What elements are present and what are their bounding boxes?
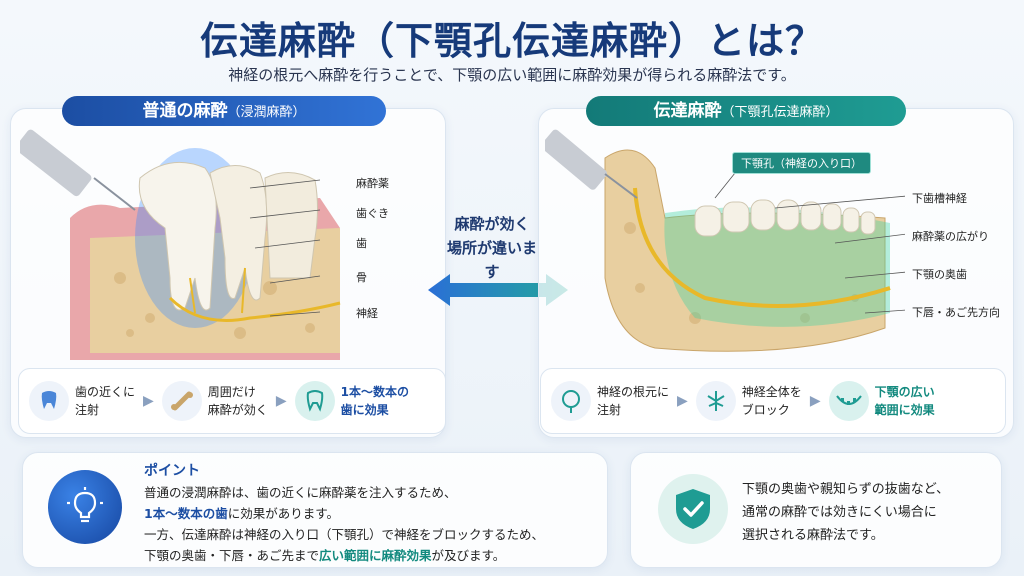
step-inject-near-tooth-text: 歯の近くに 注射 (75, 385, 136, 417)
nerve-block-heading: 伝達麻酔（下顎孔伝達麻酔） (586, 96, 906, 126)
step-block-nerve: 神経全体を ブロック (695, 381, 802, 421)
step-wide-effect: 下顎の広い 範囲に効果 (828, 381, 935, 421)
label-nerve: 神経 (356, 307, 378, 320)
point-line-4: 下顎の奥歯・下唇・あご先まで広い範囲に麻酔効果が及びます。 (144, 545, 544, 566)
step-few-teeth: 1本〜数本の 歯に効果 (294, 381, 409, 421)
infiltration-steps: 歯の近くに 注射 ▶ 周囲だけ 麻酔が効く ▶ 1本〜数本の 歯に効果 (18, 368, 446, 434)
chevron-right-icon: ▶ (275, 393, 287, 409)
step-local-effect: 周囲だけ 麻酔が効く (161, 381, 268, 421)
step-wide-effect-text: 下顎の広い 範囲に効果 (874, 385, 935, 417)
mandibular-foramen-callout-text: 下顎孔（神経の入り口） (741, 157, 862, 170)
infiltration-heading-sub: （浸潤麻酔） (227, 105, 306, 120)
nerve-block-icon (695, 381, 736, 421)
nerve-block-illustration (545, 129, 905, 352)
infiltration-heading: 普通の麻酔（浸潤麻酔） (62, 96, 386, 126)
shield-check-icon (658, 474, 728, 544)
note-line-2: 通常の麻酔では効きにくい場合に (742, 505, 937, 520)
chevron-right-icon: ▶ (809, 393, 821, 409)
point-line-2: 1本〜数本の歯に効果があります。 (144, 503, 544, 524)
tooth-icon (294, 381, 335, 421)
step-inject-nerve-root: 神経の根元に 注射 (551, 381, 669, 421)
jaw-teeth-icon (828, 381, 869, 421)
double-arrow-icon (428, 274, 568, 306)
chevron-right-icon: ▶ (677, 393, 688, 409)
point-line-1: 普通の浸潤麻酔は、歯の近くに麻酔薬を注入するため、 (144, 485, 457, 500)
point-line-4-pre: 下顎の奥歯・下唇・あご先まで (144, 548, 320, 563)
nerve-block-steps: 神経の根元に 注射 ▶ 神経全体を ブロック ▶ 下顎の広い 範囲に効果 (540, 368, 1006, 434)
point-line-4-rest: が及びます。 (431, 548, 506, 563)
nerve-block-heading-main: 伝達麻酔 (653, 101, 722, 121)
label-tooth: 歯 (356, 237, 367, 250)
note-body: 下顎の奥歯や親知らずの抜歯など、 通常の麻酔では効きにくい場合に 選択される麻酔… (742, 478, 949, 547)
label-anesthetic: 麻酔薬 (356, 177, 389, 190)
label-inferior-alveolar-nerve: 下歯槽神経 (912, 192, 967, 205)
label-bone: 骨 (356, 271, 367, 284)
step-inject-near-tooth: 歯の近くに 注射 (29, 381, 135, 421)
note-line-1: 下顎の奥歯や親知らずの抜歯など、 (742, 482, 950, 497)
chevron-right-icon: ▶ (143, 393, 154, 409)
brain-nerve-icon (551, 381, 591, 421)
nerve-block-heading-sub: （下顎孔伝達麻酔） (721, 105, 839, 120)
step-few-teeth-text: 1本〜数本の 歯に効果 (340, 385, 409, 417)
note-line-3: 選択される麻酔法です。 (742, 528, 884, 543)
point-line-3: 一方、伝達麻酔は神経の入り口（下顎孔）で神経をブロックするため、 (144, 527, 545, 542)
point-highlight-wide-area: 広い範囲に麻酔効果 (319, 548, 432, 563)
label-anesthetic-spread: 麻酔薬の広がり (912, 230, 989, 243)
step-block-nerve-text: 神経全体を ブロック (741, 385, 802, 417)
step-inject-nerve-root-text: 神経の根元に 注射 (597, 385, 670, 417)
lightbulb-icon (48, 470, 122, 544)
point-line-2-rest: に効果があります。 (227, 506, 339, 521)
page-subtitle: 神経の根元へ麻酔を行うことで、下顎の広い範囲に麻酔効果が得られる麻酔法です。 (228, 66, 796, 84)
step-local-effect-text: 周囲だけ 麻酔が効く (207, 385, 268, 417)
difference-caption: 麻酔が効く 場所が違います (446, 215, 537, 281)
infiltration-illustration (20, 129, 341, 360)
mandibular-foramen-callout: 下顎孔（神経の入り口） (732, 152, 871, 174)
label-gum: 歯ぐき (356, 207, 389, 220)
tooth-injection-icon (29, 381, 69, 421)
label-lip-chin-direction: 下唇・あご先方向 (912, 306, 1000, 319)
page-title: 伝達麻酔（下顎孔伝達麻酔）とは？ (199, 19, 824, 63)
bone-icon (161, 381, 202, 421)
infiltration-heading-main: 普通の麻酔 (142, 101, 228, 121)
point-highlight-few-teeth: 1本〜数本の歯 (144, 506, 228, 521)
label-lower-molars: 下顎の奥歯 (912, 268, 967, 281)
point-body: 普通の浸潤麻酔は、歯の近くに麻酔薬を注入するため、 1本〜数本の歯に効果がありま… (144, 482, 544, 566)
point-title: ポイント (144, 463, 200, 479)
